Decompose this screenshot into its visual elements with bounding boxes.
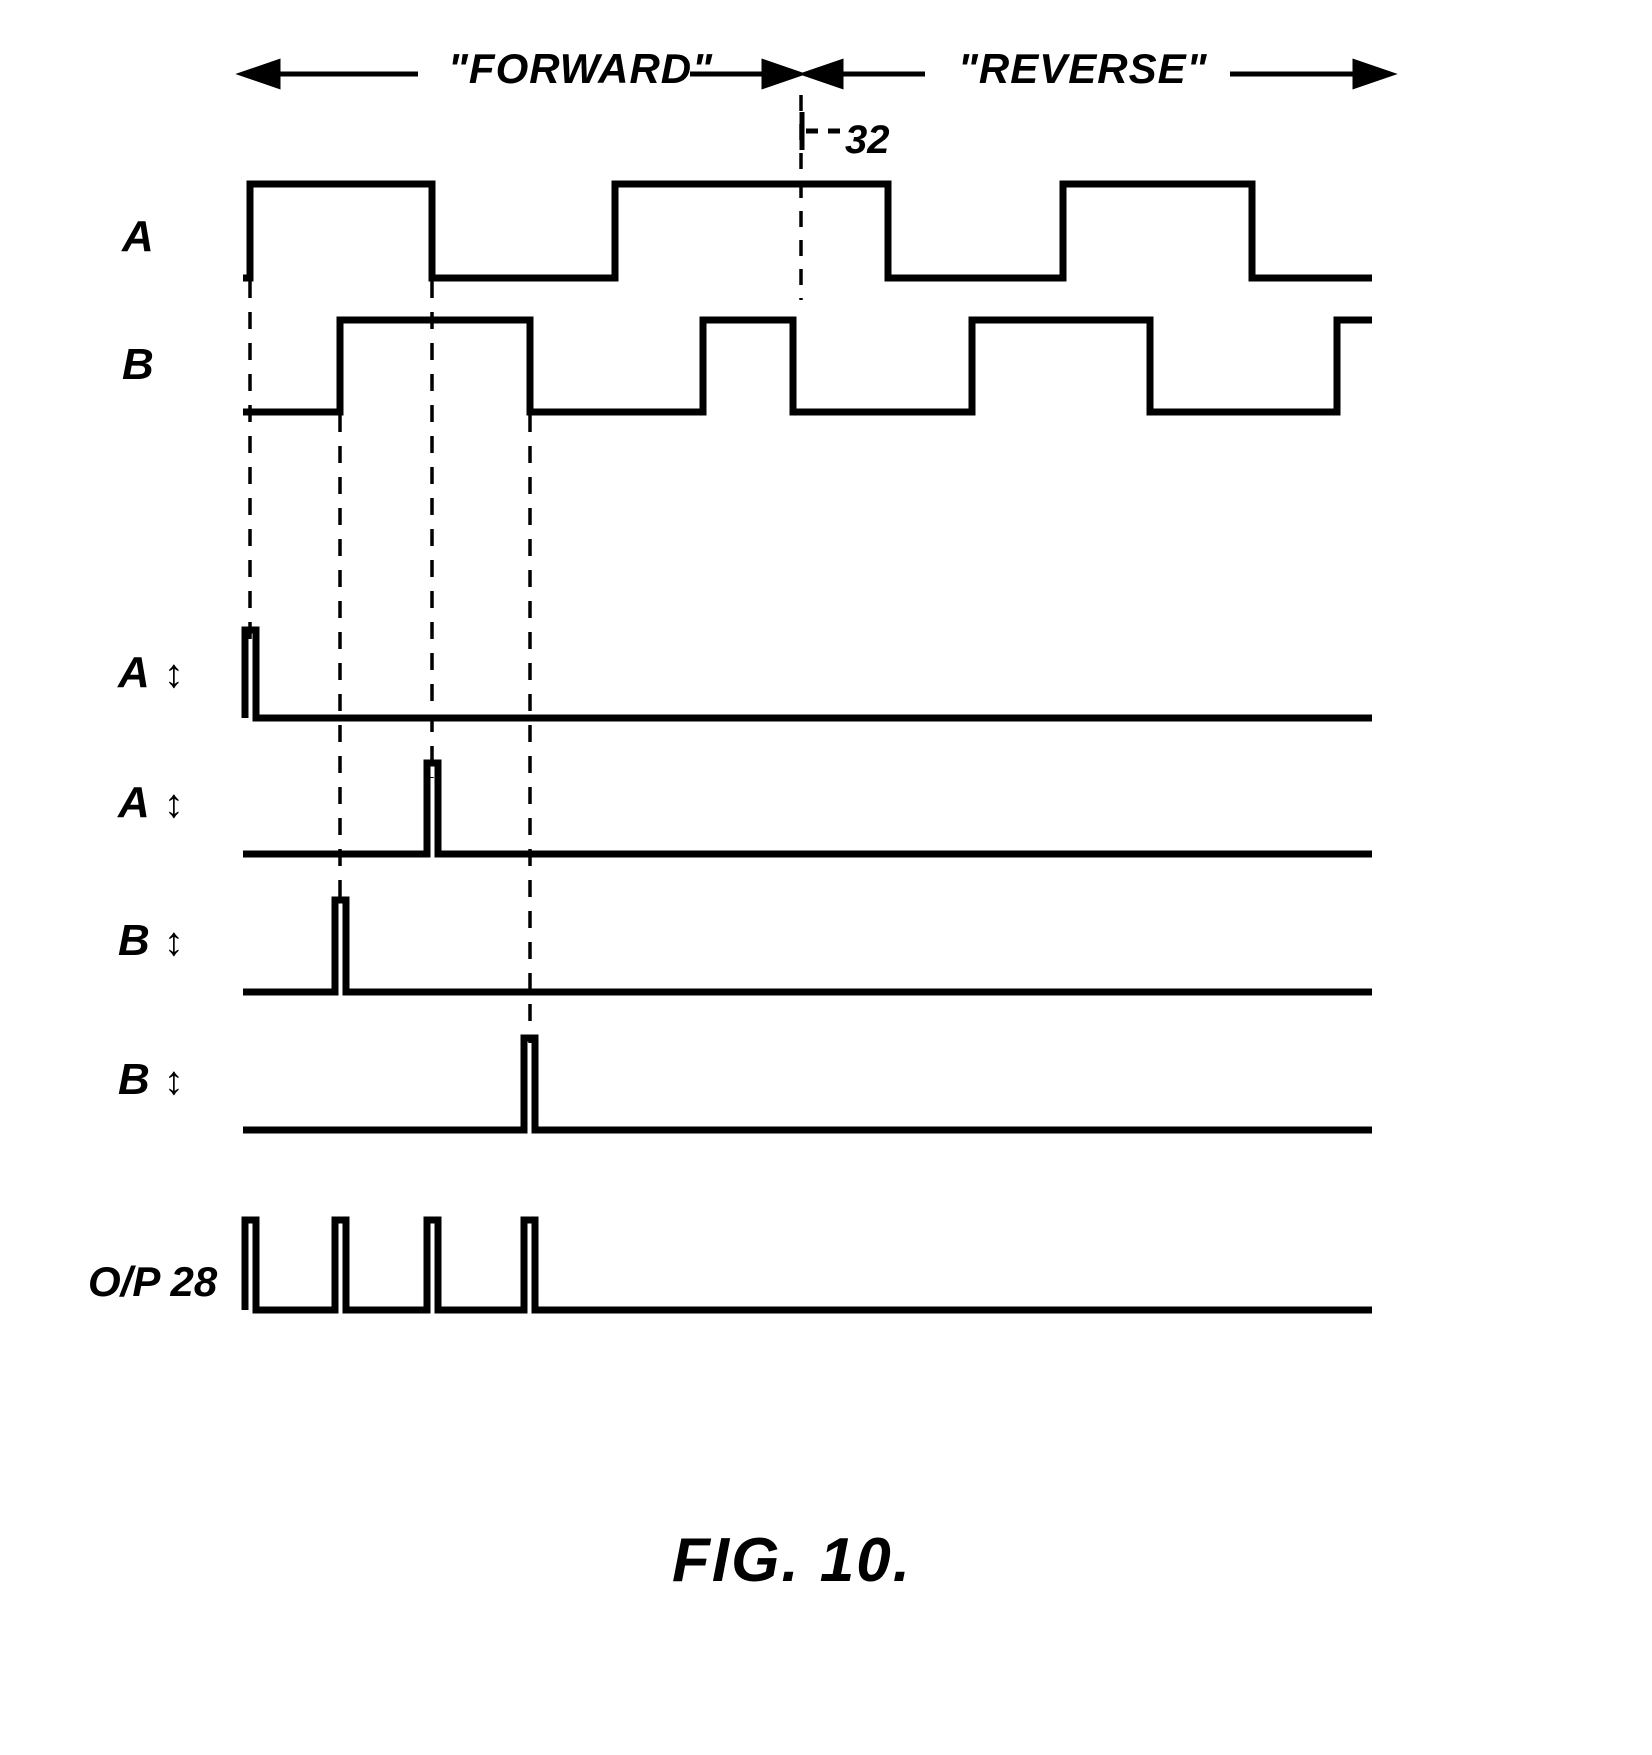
waveform-b-rising-pulse: [243, 896, 1372, 996]
forward-region-label: "FORWARD": [448, 45, 714, 92]
waveform-channel-b: [243, 316, 1372, 416]
event-marker-lines: [248, 188, 532, 1043]
waveform-a-rising-pulse: [241, 626, 1372, 722]
reverse-region-label: "REVERSE": [958, 45, 1208, 92]
reverse-arrow-right: [1230, 58, 1398, 90]
waveform-output-28: [241, 1216, 1372, 1314]
signal-label-a: A: [122, 212, 154, 261]
forward-arrow-left: [235, 58, 418, 90]
waveform-b-falling-pulse: [243, 1034, 1372, 1134]
signal-label-output-28: O/P 28: [88, 1258, 218, 1305]
reference-number-32: 32: [845, 118, 890, 162]
signal-label-b-rising-pulse: B↕: [118, 916, 184, 966]
signal-label-b-falling-pulse-text: B: [118, 1055, 150, 1104]
signal-label-b-rising-pulse-text: B: [118, 916, 150, 965]
up-down-arrow-icon: ↕: [163, 1059, 184, 1103]
reference-leader-32: [799, 112, 846, 150]
figure-caption: FIG. 10.: [672, 1526, 912, 1595]
waveform-channel-a: [243, 180, 1372, 282]
up-down-arrow-icon: ↕: [163, 920, 184, 964]
forward-arrow-right: [690, 58, 807, 90]
up-down-arrow-icon: ↕: [163, 782, 184, 826]
signal-label-a-rising-pulse: A↕: [118, 648, 184, 698]
signal-label-b-falling-pulse: B↕: [118, 1055, 184, 1105]
signal-label-a-falling-pulse-text: A: [118, 778, 150, 827]
waveform-a-falling-pulse: [243, 759, 1372, 858]
signal-label-a-falling-pulse: A↕: [118, 778, 184, 828]
reverse-arrow-left: [798, 58, 925, 90]
signal-label-b: B: [122, 340, 154, 389]
up-down-arrow-icon: ↕: [163, 652, 184, 696]
signal-label-a-rising-pulse-text: A: [118, 648, 150, 697]
